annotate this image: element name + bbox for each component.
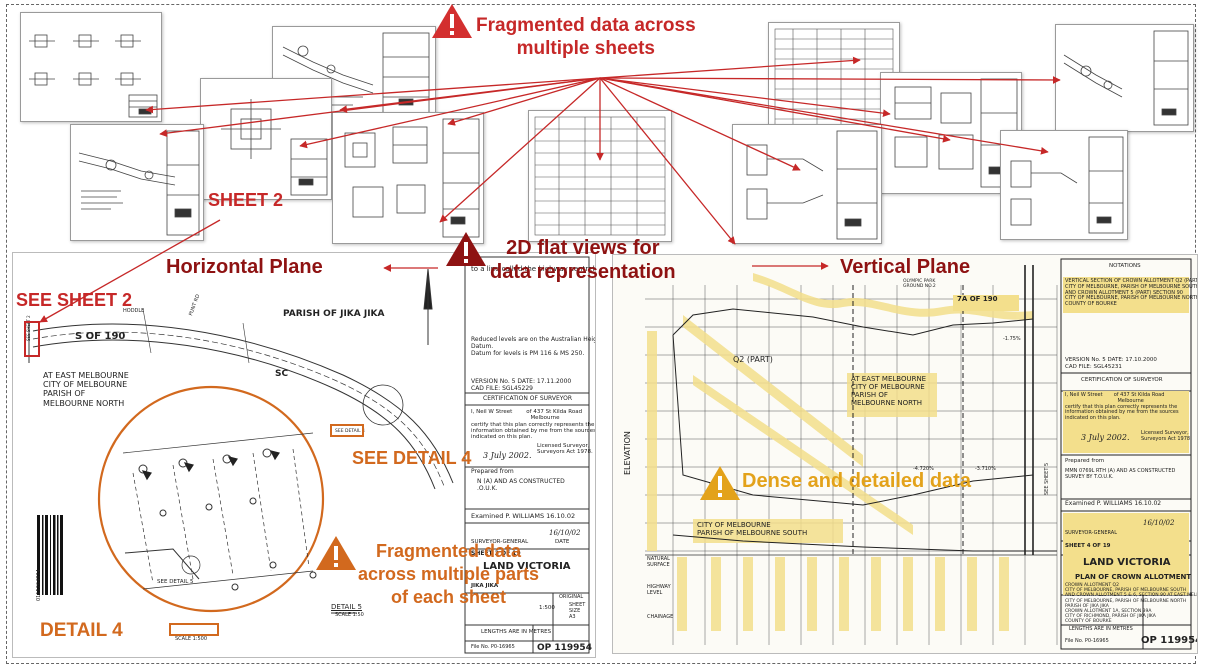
- thumb-sheet-1: [20, 12, 162, 122]
- notations-title: NOTATIONS: [1109, 263, 1141, 269]
- horizontal-plane-label: Horizontal Plane: [166, 256, 323, 278]
- lengths-text: LENGTHS ARE IN METRES: [481, 629, 552, 635]
- profile-cert-text: I, Neil W Street of 437 St Kilda Road Me…: [1065, 392, 1179, 421]
- profile-cert-date: 3 July 2002.: [1081, 433, 1130, 442]
- profile-surveyor-general: SURVEYOR-GENERAL: [1065, 530, 1117, 536]
- vertical-plane-label: Vertical Plane: [840, 256, 971, 278]
- see-detail4-small: SEE DETAIL 4: [335, 429, 365, 434]
- surveyor-general-text: SURVEYOR-GENERAL: [471, 539, 529, 545]
- v1-marker: V1: [709, 482, 716, 488]
- city-south-label: CITY OF MELBOURNE PARISH OF MELBOURNE SO…: [697, 521, 808, 538]
- barcode-id: 0115264824: [36, 569, 42, 601]
- see-detail4-label: SEE DETAIL 4: [352, 448, 472, 468]
- cad-file-text: CAD FILE: SGL45229: [471, 385, 533, 392]
- land-victoria: LAND VICTORIA: [483, 561, 571, 572]
- s-of-190-label: S OF 190: [75, 331, 126, 342]
- thumb-sheet-5: [332, 112, 484, 244]
- profile-cert-title: CERTIFICATION OF SURVEYOR: [1081, 377, 1163, 383]
- as-constructed-text: N (A) AND AS CONSTRUCTED .O.U.K.: [477, 478, 565, 492]
- thumb-sheet-10: [1055, 24, 1194, 132]
- jika-text: JIKA JIKA: [471, 583, 499, 589]
- seven-a-label: 7A OF 190: [957, 295, 998, 303]
- flat-views-label: 2D flat views for data representation: [490, 237, 676, 283]
- natural-surface-label: NATURAL SURFACE: [647, 556, 670, 568]
- chainage-label: CHAINAGE: [647, 614, 674, 620]
- detail5-label: DETAIL 5: [331, 603, 362, 611]
- see-sheet2-small: SEE SHEET 2: [26, 315, 31, 341]
- see-sheet2-label: SEE SHEET 2: [16, 290, 133, 310]
- grade-percent-2: -3.710%: [975, 466, 996, 472]
- elevation-axis-label: ELEVATION: [623, 431, 632, 475]
- cert-title: CERTIFICATION OF SURVEYOR: [483, 395, 572, 402]
- q2-part-label: Q2 (PART): [733, 355, 773, 364]
- dense-data-label: Dense and detailed data: [742, 470, 971, 492]
- profile-sheet-number: SHEET 4 OF 19: [1065, 543, 1111, 549]
- detail5-scale: SCALE 1:50: [335, 612, 364, 618]
- profile-prepared: Prepared from: [1065, 458, 1105, 464]
- sheet-number: SHEET 3 OF 19: [471, 550, 521, 557]
- sheet2-label: SHEET 2: [208, 190, 284, 210]
- file-number: File No. P0-16965: [471, 644, 515, 650]
- parish-label: PARISH OF JIKA JIKA: [283, 309, 385, 319]
- examined-text: Examined P. WILLIAMS 16.10.02: [471, 512, 576, 520]
- grade-percent-1: -4.720%: [913, 466, 934, 472]
- sc-label: SC: [275, 369, 289, 379]
- profile-examined: Examined P. WILLIAMS 16.10.02: [1065, 500, 1162, 507]
- thumb-sheet-11: [1000, 130, 1128, 240]
- cert-text: I, Neil W Street of 437 St Kilda Road Me…: [471, 409, 596, 441]
- notations-text: VERTICAL SECTION OF CROWN ALLOTMENT Q2 (…: [1065, 278, 1198, 307]
- thumb-sheet-7: [528, 110, 672, 242]
- profile-at-east-label: AT EAST MELBOURNE CITY OF MELBOURNE PARI…: [851, 375, 927, 408]
- original-label: ORIGINAL: [559, 594, 584, 600]
- version-text: VERSION No. 5 DATE: 17.11.2000: [471, 378, 572, 385]
- olympic-park-label: OLYMPIC PARK GROUND NO.2: [903, 279, 936, 290]
- profile-plan-text: CROWN ALLOTMENT Q2 CITY OF MELBOURNE, PA…: [1065, 583, 1197, 625]
- profile-land-victoria: LAND VICTORIA: [1083, 557, 1171, 568]
- detail4-label: DETAIL 4: [40, 620, 123, 641]
- date-label: DATE: [555, 539, 570, 545]
- profile-file-number: File No. P0-16965: [1065, 638, 1109, 644]
- levels-note: Reduced levels are on the Australian Hei…: [471, 336, 595, 357]
- profile-lengths: LENGTHS ARE IN METRES: [1069, 626, 1133, 632]
- profile-cad: CAD FILE: SGL45231: [1065, 364, 1122, 370]
- profile-version: VERSION No. 5 DATE: 17.10.2000: [1065, 357, 1157, 363]
- highway-level-label: HIGHWAY LEVEL: [647, 584, 671, 596]
- see-detail5-label: SEE DETAIL 5: [157, 579, 194, 585]
- scale-value: 1:500: [539, 605, 555, 611]
- prepared-text: Prepared from: [471, 468, 514, 475]
- highway-note: to a line called the highway centreline.: [471, 265, 596, 273]
- profile-op-number: OP 119954: [1141, 635, 1198, 646]
- fragmented-sheets-label: Fragmented data across multiple sheets: [476, 15, 696, 59]
- thumb-sheet-9: [732, 124, 882, 244]
- sheet-size: SHEET SIZE A3: [569, 602, 586, 620]
- detail4-scale: SCALE 1:500: [175, 636, 208, 642]
- profile-sheet: NOTATIONS VERTICAL SECTION OF CROWN ALLO…: [612, 254, 1198, 654]
- grade-percent-3: -1.75%: [1003, 336, 1021, 342]
- thumb-sheet-4: [70, 124, 204, 241]
- profile-sg-date: 16/10/02: [1143, 519, 1175, 527]
- profile-prepared-text: MMN 0769L RTH (A) AND AS CONSTRUCTED SUR…: [1065, 468, 1176, 480]
- fragmented-parts-label: Fragmented data across multiple parts of…: [358, 541, 540, 607]
- profile-sheet-ref: SEE SHEET 5: [1044, 462, 1050, 495]
- sg-date: 16/10/02: [549, 529, 581, 537]
- profile-licensed: Licensed Surveyor, Surveyors Act 1978.: [1141, 430, 1192, 442]
- licensed-text: Licensed Surveyor, Surveyors Act 1978.: [537, 443, 593, 456]
- op-number: OP 119954: [537, 643, 592, 653]
- profile-plan-crown: PLAN OF CROWN ALLOTMENT: [1075, 573, 1192, 581]
- cert-date: 3 July 2002.: [483, 451, 532, 460]
- at-east-melbourne-label: AT EAST MELBOURNE CITY OF MELBOURNE PARI…: [43, 371, 129, 408]
- thumb-sheet-3: [200, 78, 332, 200]
